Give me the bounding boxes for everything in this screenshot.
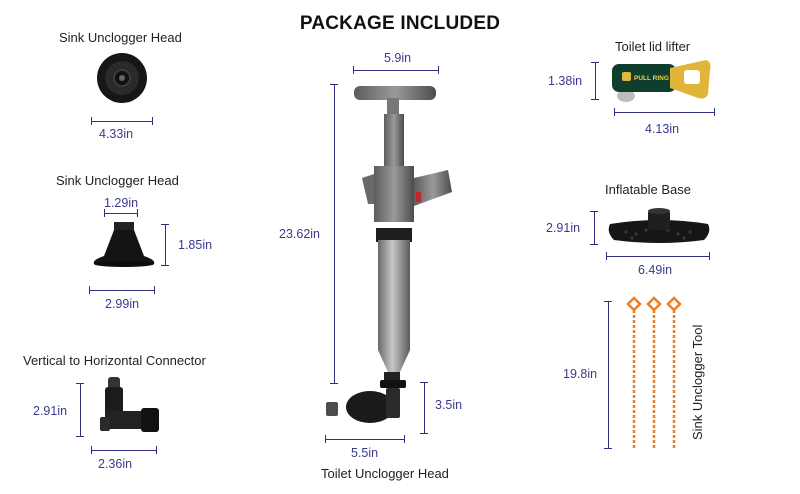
page-title: PACKAGE INCLUDED: [299, 13, 501, 34]
pump-length: 23.62in: [279, 227, 321, 241]
connector-width: 2.36in: [98, 457, 133, 471]
pump-handle-dim: 5.9in: [384, 51, 412, 65]
base-width: 6.49in: [638, 263, 673, 277]
lid-lifter-height: 1.38in: [548, 74, 583, 88]
lid-lifter-width-line: [614, 108, 715, 116]
lid-lifter-height-line: [591, 62, 599, 100]
sink-head-2-height: 1.85in: [178, 238, 213, 252]
tool-image: [626, 296, 682, 450]
tool-length: 19.8in: [563, 367, 598, 381]
connector-label: Vertical to Horizontal Connector: [23, 353, 206, 368]
connector-width-line: [91, 446, 157, 454]
lid-lifter-tag-text: PULL RING: [634, 75, 669, 82]
sink-head-2-top-dim: 1.29in: [104, 196, 139, 210]
tool-label: Sink Unclogger Tool: [690, 324, 705, 440]
base-height: 2.91in: [546, 221, 581, 235]
connector-height-line: [76, 383, 84, 437]
tool-length-line: [604, 301, 612, 449]
sink-head-2-height-line: [161, 224, 169, 266]
pump-head-height-line: [420, 382, 428, 434]
base-width-line: [606, 252, 710, 260]
sink-head-2-label: Sink Unclogger Head: [56, 173, 179, 188]
sink-head-2-top-line: [104, 209, 138, 217]
pump-head-height: 3.5in: [435, 398, 463, 412]
pump-label: Toilet Unclogger Head: [321, 466, 449, 481]
connector-height: 2.91in: [33, 404, 68, 418]
pump-head-width-line: [325, 435, 405, 443]
sink-head-2-image: [93, 222, 155, 267]
lid-lifter-image: PULL RING: [612, 60, 711, 102]
base-label: Inflatable Base: [605, 182, 692, 197]
pump-handle-line: [353, 66, 439, 74]
connector-image: [100, 377, 159, 432]
sink-head-1-width-line: [91, 117, 153, 125]
pump-head-width: 5.5in: [351, 446, 379, 460]
base-image: [608, 208, 710, 243]
base-height-line: [590, 211, 598, 245]
pump-length-line: [330, 84, 338, 384]
sink-head-1-label: Sink Unclogger Head: [59, 30, 182, 45]
pump-image: [326, 86, 452, 423]
sink-head-2-width: 2.99in: [105, 297, 140, 311]
lid-lifter-width: 4.13in: [645, 122, 680, 136]
sink-head-1-image: [97, 53, 147, 103]
sink-head-1-width: 4.33in: [99, 127, 134, 141]
sink-head-2-width-line: [89, 286, 155, 294]
lid-lifter-label: Toilet lid lifter: [615, 39, 691, 54]
